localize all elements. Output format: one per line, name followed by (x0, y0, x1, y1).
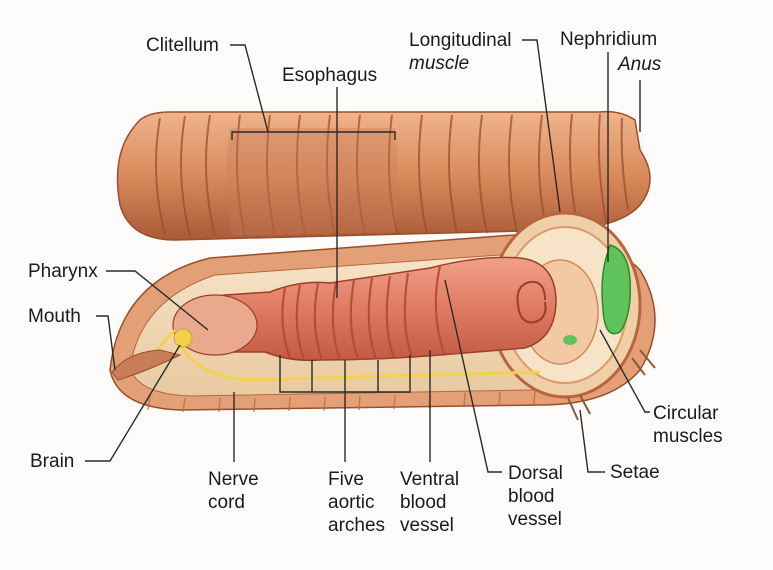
label-five-line2: aortic (328, 491, 385, 514)
label-longitudinal-muscle: Longitudinal muscle (409, 29, 511, 75)
label-circular-muscles: Circular muscles (653, 402, 723, 448)
label-brain: Brain (30, 450, 74, 473)
label-clitellum: Clitellum (146, 34, 219, 57)
label-anus: Anus (618, 53, 661, 76)
label-nerve-line2: cord (208, 491, 259, 514)
label-dorsal-line1: Dorsal (508, 462, 563, 485)
label-circular-line2: muscles (653, 425, 723, 448)
label-ventral-line3: vessel (400, 514, 459, 537)
label-circular-line1: Circular (653, 402, 723, 425)
label-five-line1: Five (328, 468, 385, 491)
label-longitudinal-line1: Longitudinal (409, 29, 511, 52)
label-ventral-line1: Ventral (400, 468, 459, 491)
label-mouth: Mouth (28, 305, 81, 328)
label-ventral-line2: blood (400, 491, 459, 514)
label-pharynx: Pharynx (28, 260, 98, 283)
label-nerve-line1: Nerve (208, 468, 259, 491)
label-esophagus: Esophagus (282, 64, 377, 87)
label-ventral-blood-vessel: Ventral blood vessel (400, 468, 459, 537)
label-dorsal-line2: blood (508, 485, 563, 508)
label-longitudinal-line2: muscle (409, 52, 511, 75)
label-five-line3: arches (328, 514, 385, 537)
label-dorsal-line3: vessel (508, 508, 563, 531)
label-dorsal-blood-vessel: Dorsal blood vessel (508, 462, 563, 531)
nephridium-small (563, 335, 577, 345)
label-nerve-cord: Nerve cord (208, 468, 259, 514)
label-setae: Setae (610, 461, 660, 484)
label-nephridium: Nephridium (560, 28, 657, 51)
label-five-aortic-arches: Five aortic arches (328, 468, 385, 537)
